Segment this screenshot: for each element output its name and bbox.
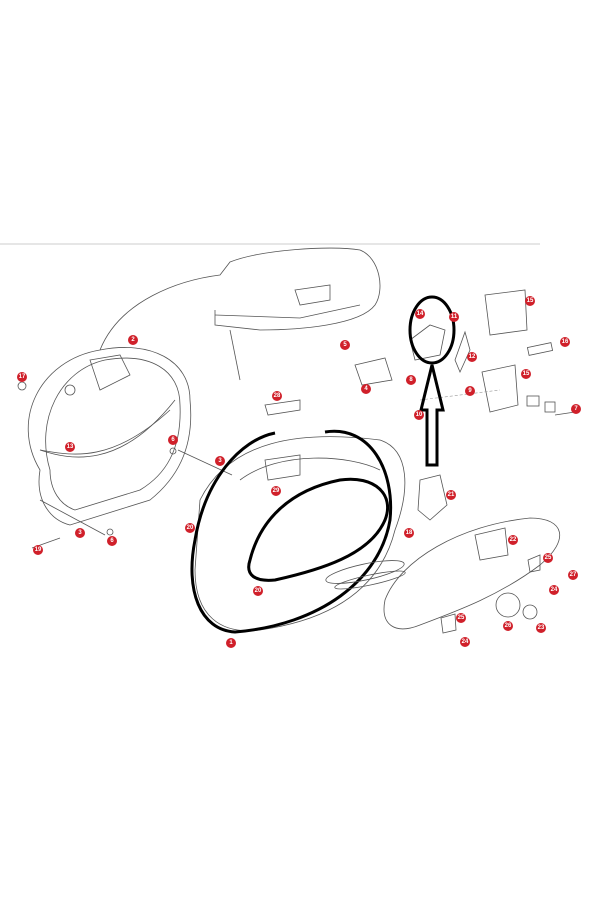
callout-number: 29	[273, 488, 280, 494]
callout-number: 16	[562, 339, 569, 345]
callout-number: 24	[462, 639, 469, 645]
callout-number: 27	[570, 572, 577, 578]
callout-25: 25	[543, 553, 553, 563]
callout-1: 1	[226, 638, 236, 648]
callout-number: 7	[574, 406, 578, 412]
callout-number: 23	[538, 625, 545, 631]
callout-15: 15	[521, 369, 531, 379]
callout-number: 25	[458, 615, 465, 621]
callout-number: 6	[171, 437, 175, 443]
callout-16: 16	[560, 337, 570, 347]
callout-number: 9	[468, 388, 472, 394]
callout-number: 26	[505, 623, 512, 629]
inner-shell-part-2	[27, 347, 192, 526]
callout-number: 24	[551, 587, 558, 593]
callout-20: 20	[185, 523, 195, 533]
callout-19: 19	[33, 545, 43, 555]
top-case-outline	[99, 247, 381, 381]
callout-number: 3	[78, 530, 82, 536]
callout-10: 10	[414, 410, 424, 420]
callout-number: 12	[469, 354, 476, 360]
callout-labels: 17 2 13 6 3 3 6 19 28 29 20 20 1 5 4 8 1…	[17, 296, 581, 648]
callout-5: 5	[340, 340, 350, 350]
callout-17: 17	[17, 372, 27, 382]
callout-13: 13	[65, 442, 75, 452]
callout-20: 20	[253, 586, 263, 596]
callout-11: 11	[449, 312, 459, 322]
callout-23: 23	[536, 623, 546, 633]
callout-8: 8	[406, 375, 416, 385]
callout-number: 11	[451, 314, 458, 320]
callout-number: 15	[523, 371, 530, 377]
callout-6: 6	[168, 435, 178, 445]
callout-24: 24	[460, 637, 470, 647]
callout-number: 28	[274, 393, 281, 399]
callout-number: 13	[67, 444, 74, 450]
callout-3: 3	[215, 456, 225, 466]
callout-number: 18	[406, 530, 413, 536]
callout-number: 6	[110, 538, 114, 544]
outer-case-part-1	[190, 399, 406, 634]
callout-12: 12	[467, 352, 477, 362]
callout-3: 3	[75, 528, 85, 538]
callout-number: 3	[218, 458, 222, 464]
callout-number: 5	[343, 342, 347, 348]
callout-number: 14	[417, 311, 424, 317]
callout-25: 25	[456, 613, 466, 623]
callout-29: 29	[271, 486, 281, 496]
callout-number: 1	[229, 640, 233, 646]
callout-number: 21	[448, 492, 455, 498]
callout-number: 25	[545, 555, 552, 561]
callout-22: 22	[508, 535, 518, 545]
callout-14: 14	[415, 309, 425, 319]
callout-9: 9	[465, 386, 475, 396]
callout-15: 15	[525, 296, 535, 306]
callout-24: 24	[549, 585, 559, 595]
callout-26: 26	[503, 621, 513, 631]
callout-number: 20	[255, 588, 262, 594]
callout-21: 21	[446, 490, 456, 500]
callout-6: 6	[107, 536, 117, 546]
callout-number: 17	[19, 374, 26, 380]
callout-number: 10	[416, 412, 423, 418]
callout-number: 8	[409, 377, 413, 383]
callout-number: 4	[364, 386, 368, 392]
callout-7: 7	[571, 404, 581, 414]
callout-number: 20	[187, 525, 194, 531]
callout-number: 22	[510, 537, 517, 543]
callout-27: 27	[568, 570, 578, 580]
callout-number: 2	[131, 337, 135, 343]
lock-assembly	[354, 289, 576, 467]
callout-number: 15	[527, 298, 534, 304]
cover-and-trim	[383, 474, 560, 634]
callout-28: 28	[272, 391, 282, 401]
callout-2: 2	[128, 335, 138, 345]
callout-4: 4	[361, 384, 371, 394]
callout-number: 19	[35, 547, 42, 553]
callout-18: 18	[404, 528, 414, 538]
